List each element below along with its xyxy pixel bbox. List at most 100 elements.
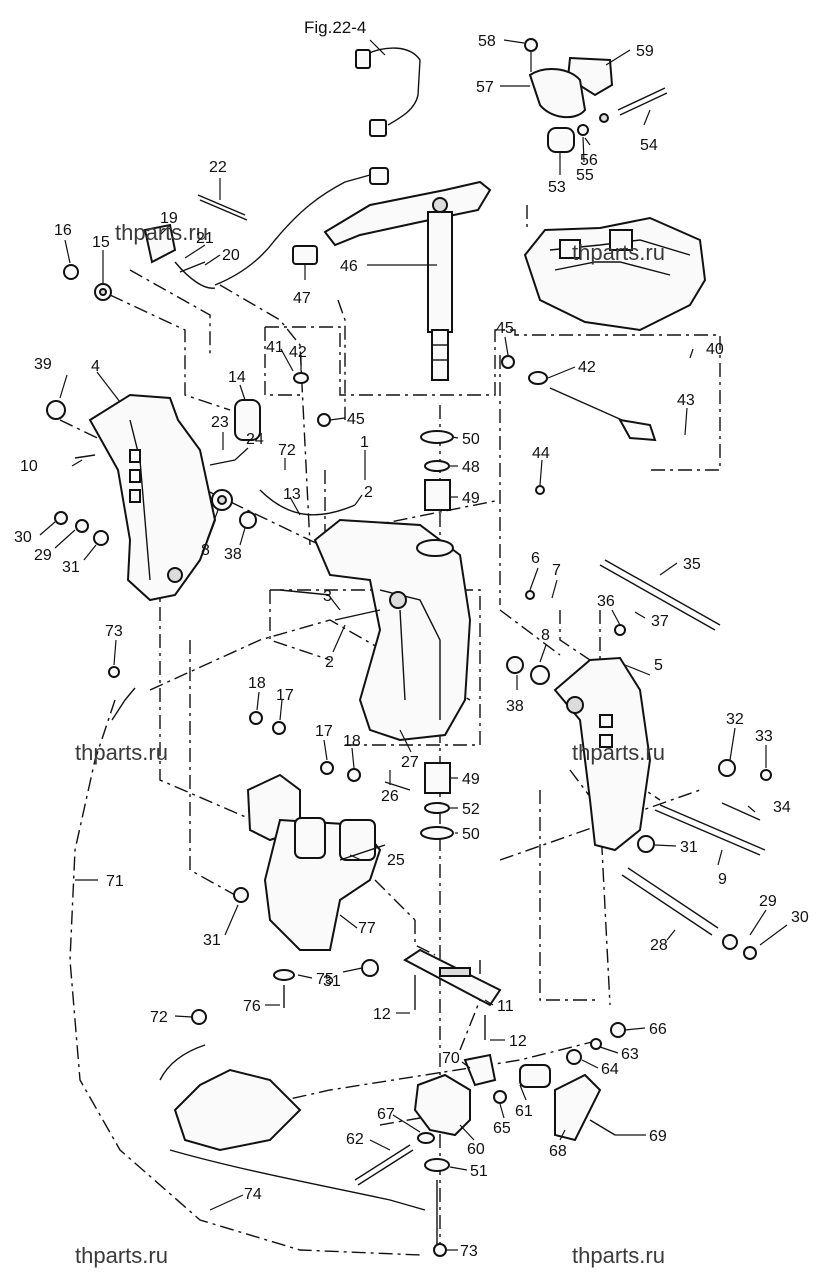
- callout-29: 29: [759, 893, 777, 910]
- callout-12: 12: [373, 1006, 391, 1023]
- callout-21: 21: [196, 230, 214, 247]
- part-rod-43: [293, 355, 657, 495]
- callout-44: 44: [532, 445, 550, 462]
- callout-15: 15: [92, 234, 110, 251]
- callout-30: 30: [791, 909, 809, 926]
- part-swivel-bracket-1: [259, 489, 472, 742]
- callout-62: 62: [346, 1131, 364, 1148]
- callout-12: 12: [509, 1033, 527, 1050]
- callout-33: 33: [755, 728, 773, 745]
- callout-43: 43: [677, 392, 695, 409]
- watermark: thparts.ru: [115, 220, 208, 245]
- callout-20: 20: [222, 247, 240, 264]
- part-bracket-57-59: [524, 38, 668, 153]
- callout-45: 45: [347, 411, 365, 428]
- callout-31: 31: [680, 839, 698, 856]
- callout-59: 59: [636, 43, 654, 60]
- callout-73: 73: [105, 623, 123, 640]
- callout-41: 41: [266, 339, 284, 356]
- callout-57: 57: [476, 79, 494, 96]
- callout-7: 7: [552, 562, 561, 579]
- part-steering-arm-46: [323, 180, 492, 381]
- callout-45: 45: [496, 320, 514, 337]
- watermark: thparts.ru: [572, 740, 665, 765]
- part-clamp-bracket-5: [506, 559, 772, 852]
- callout-18: 18: [248, 675, 266, 692]
- callout-64: 64: [601, 1061, 619, 1078]
- callout-25: 25: [387, 852, 405, 869]
- callout-66: 66: [649, 1021, 667, 1038]
- callout-13: 13: [283, 486, 301, 503]
- callout-32: 32: [726, 711, 744, 728]
- callout-77: 77: [358, 920, 376, 937]
- callout-29: 29: [34, 547, 52, 564]
- watermark: thparts.ru: [572, 240, 665, 265]
- callout-61: 61: [515, 1103, 533, 1120]
- callout-73: 73: [460, 1243, 478, 1260]
- watermark: thparts.ru: [572, 1243, 665, 1268]
- callout-58: 58: [478, 33, 496, 50]
- callout-16: 16: [54, 222, 72, 239]
- callout-65: 65: [493, 1120, 511, 1137]
- callout-14: 14: [228, 369, 246, 386]
- callout-27: 27: [401, 754, 419, 771]
- callout-39: 39: [34, 356, 52, 373]
- callout-31: 31: [203, 932, 221, 949]
- callout-2: 2: [325, 654, 334, 671]
- callout-4: 4: [91, 358, 100, 375]
- callout-18: 18: [343, 733, 361, 750]
- callout-71: 71: [106, 873, 124, 890]
- callout-11: 11: [497, 998, 514, 1015]
- callout-38: 38: [506, 698, 524, 715]
- callout-30: 30: [14, 529, 32, 546]
- callout-75: 75: [316, 971, 334, 988]
- callout-17: 17: [276, 687, 294, 704]
- callout-49: 49: [462, 490, 480, 507]
- callout-8: 8: [541, 627, 550, 644]
- callout-50: 50: [462, 431, 480, 448]
- callout-49: 49: [462, 771, 480, 788]
- callout-10: 10: [20, 458, 38, 475]
- part-cable-22: [63, 167, 389, 301]
- callout-1: 1: [360, 434, 369, 451]
- callout-72: 72: [278, 442, 296, 459]
- callout-34: 34: [773, 799, 791, 816]
- callout-68: 68: [549, 1143, 567, 1160]
- callout-74: 74: [244, 1186, 262, 1203]
- callout-36: 36: [597, 593, 615, 610]
- part-clamp-bracket-4: [46, 393, 261, 602]
- callout-24: 24: [246, 431, 264, 448]
- callout-17: 17: [315, 723, 333, 740]
- part-shafts-9-28: [621, 804, 766, 960]
- callout-6: 6: [531, 550, 540, 567]
- part-wire-harness-top: [355, 47, 421, 137]
- callout-53: 53: [548, 179, 566, 196]
- callout-labels: 58 59 57 54 56 53 55 22 19 16 15 21 20 4…: [14, 33, 809, 1260]
- callout-67: 67: [377, 1106, 395, 1123]
- callout-69: 69: [649, 1128, 667, 1145]
- part-plate-11: [403, 948, 502, 1040]
- callout-8: 8: [201, 542, 210, 559]
- callout-52: 52: [462, 801, 480, 818]
- watermark: thparts.ru: [75, 740, 168, 765]
- callout-5: 5: [654, 657, 663, 674]
- callout-54: 54: [640, 137, 658, 154]
- callout-51: 51: [470, 1163, 488, 1180]
- callout-35: 35: [683, 556, 701, 573]
- callout-28: 28: [650, 937, 668, 954]
- callout-38: 38: [224, 546, 242, 563]
- part-tilt-cylinder-77: [233, 711, 411, 1008]
- callout-40: 40: [706, 341, 724, 358]
- callout-23: 23: [211, 414, 229, 431]
- callout-55: 55: [576, 167, 594, 184]
- callout-50: 50: [462, 826, 480, 843]
- part-lower-assembly: [108, 666, 626, 1257]
- callout-2: 2: [364, 484, 373, 501]
- callout-22: 22: [209, 159, 227, 176]
- callout-42: 42: [578, 359, 596, 376]
- callout-48: 48: [462, 459, 480, 476]
- callout-47: 47: [293, 290, 311, 307]
- callout-70: 70: [442, 1050, 460, 1067]
- callout-31: 31: [323, 973, 341, 990]
